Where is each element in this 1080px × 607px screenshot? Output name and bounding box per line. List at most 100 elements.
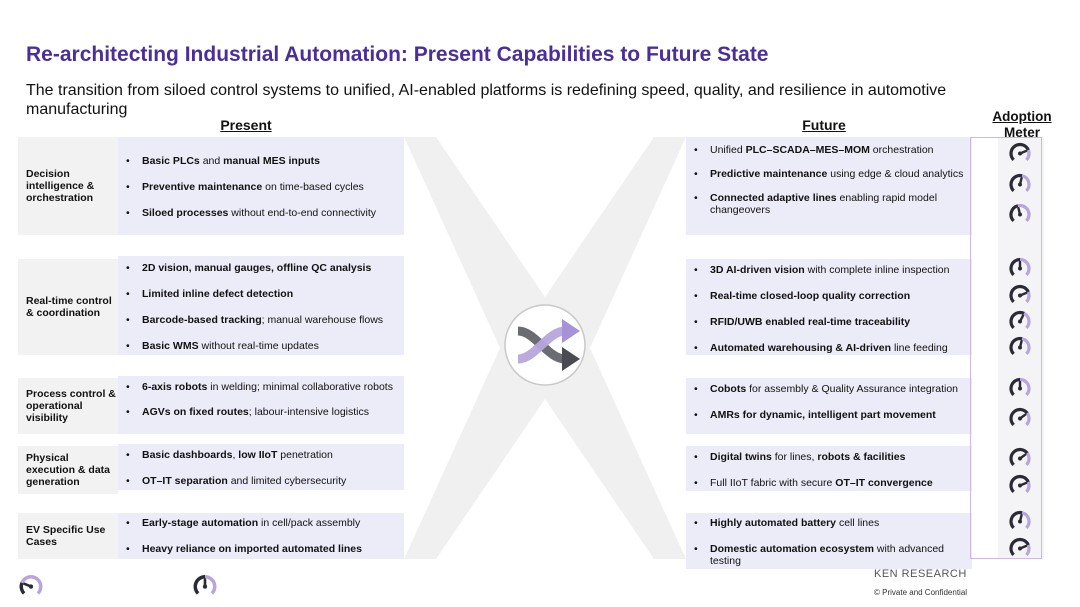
- transition-graphic: [404, 137, 686, 559]
- adoption-gauge-icon: [1008, 509, 1032, 533]
- future-item: Domestic automation ecosystem with advan…: [686, 543, 972, 567]
- item-text: Basic PLCs: [142, 155, 200, 167]
- item-text: Connected adaptive lines: [710, 192, 837, 204]
- future-item: 3D AI-driven vision with complete inline…: [686, 264, 972, 276]
- item-text: Barcode-based tracking: [142, 314, 262, 326]
- item-text: ; labour-intensive logistics: [248, 406, 370, 418]
- item-text: for lines,: [771, 451, 818, 463]
- item-text: ,: [232, 449, 239, 461]
- adoption-gauge-icon: [1008, 256, 1032, 280]
- future-item: Predictive maintenance using edge & clou…: [686, 168, 972, 180]
- item-text: using edge & cloud analytics: [827, 168, 964, 180]
- item-text: cell lines: [836, 517, 880, 529]
- present-item: OT–IT separation and limited cybersecuri…: [118, 475, 404, 487]
- item-text: Predictive maintenance: [710, 168, 828, 180]
- present-box: 2D vision, manual gauges, offline QC ana…: [118, 256, 404, 355]
- present-list: Basic PLCs and manual MES inputsPreventi…: [118, 155, 404, 219]
- future-item: Full IIoT fabric with secure OT–IT conve…: [686, 477, 972, 489]
- item-text: AMRs for dynamic, intelligent part movem…: [710, 409, 936, 421]
- row-label: EV Specific Use Cases: [18, 513, 118, 559]
- item-text: without end-to-end connectivity: [228, 207, 377, 219]
- future-list: Unified PLC–SCADA–MES–MOM orchestrationP…: [686, 144, 972, 216]
- adoption-gauge-icon: [1008, 172, 1032, 196]
- future-item: Connected adaptive lines enabling rapid …: [686, 192, 972, 216]
- row-label: Process control & operational visibility: [18, 378, 118, 434]
- item-text: AGVs on fixed routes: [142, 406, 249, 418]
- item-text: Preventive maintenance: [142, 181, 263, 193]
- item-text: and limited cybersecurity: [227, 475, 347, 487]
- item-text: Basic dashboards: [142, 449, 233, 461]
- future-box: Digital twins for lines, robots & facili…: [686, 446, 972, 491]
- item-text: on time-based cycles: [262, 181, 364, 193]
- item-text: Basic WMS: [142, 340, 199, 352]
- present-item: Basic WMS without real-time updates: [118, 340, 404, 352]
- present-list: Basic dashboards, low IIoT penetrationOT…: [118, 449, 404, 487]
- item-text: low IIoT: [238, 449, 278, 461]
- item-text: enabling rapid model changeovers: [710, 192, 938, 216]
- future-item: Real-time closed-loop quality correction: [686, 290, 972, 302]
- future-list: Cobots for assembly & Quality Assurance …: [686, 383, 972, 421]
- item-text: Highly automated battery: [710, 517, 837, 529]
- adoption-gauge-icon: [1008, 283, 1032, 307]
- legend-gauge-icon: [192, 573, 218, 599]
- present-box: Basic PLCs and manual MES inputsPreventi…: [118, 137, 404, 235]
- present-list: 6-axis robots in welding; minimal collab…: [118, 381, 404, 418]
- item-text: Full IIoT fabric with secure: [710, 477, 836, 489]
- item-text: and: [199, 155, 224, 167]
- adoption-meter-border: [970, 137, 1042, 559]
- present-item: Preventive maintenance on time-based cyc…: [118, 181, 404, 193]
- item-text: 2D vision, manual gauges, offline QC ana…: [142, 262, 372, 274]
- future-item: Digital twins for lines, robots & facili…: [686, 451, 972, 463]
- future-item: AMRs for dynamic, intelligent part movem…: [686, 409, 972, 421]
- adoption-gauge-icon: [1008, 202, 1032, 226]
- present-item: 2D vision, manual gauges, offline QC ana…: [118, 262, 404, 274]
- item-text: Real-time closed-loop quality correction: [710, 290, 911, 302]
- present-list: Early-stage automation in cell/pack asse…: [118, 517, 404, 555]
- item-text: in cell/pack assembly: [258, 517, 361, 529]
- adoption-gauge-icon: [1008, 335, 1032, 359]
- item-text: robots & facilities: [817, 451, 906, 463]
- future-item: Unified PLC–SCADA–MES–MOM orchestration: [686, 144, 972, 156]
- item-text: Domestic automation ecosystem: [710, 543, 874, 555]
- item-text: PLC–SCADA–MES–MOM: [745, 144, 870, 156]
- adoption-gauge-icon: [1008, 406, 1032, 430]
- future-box: 3D AI-driven vision with complete inline…: [686, 259, 972, 355]
- present-box: Early-stage automation in cell/pack asse…: [118, 513, 404, 559]
- brand-logo: KEN RESEARCH: [874, 568, 967, 580]
- present-item: Barcode-based tracking; manual warehouse…: [118, 314, 404, 326]
- item-text: Heavy reliance on imported automated lin…: [142, 543, 362, 555]
- item-text: orchestration: [869, 144, 934, 156]
- item-text: with advanced testing: [710, 543, 945, 567]
- adoption-gauge-icon: [1008, 446, 1032, 470]
- future-box: Highly automated battery cell linesDomes…: [686, 513, 972, 569]
- item-text: RFID/UWB enabled real-time traceability: [710, 316, 911, 328]
- adoption-meter-header: Adoption Meter: [992, 109, 1052, 140]
- page-subtitle: The transition from siloed control syste…: [26, 82, 947, 118]
- page-title: Re-architecting Industrial Automation: P…: [26, 43, 769, 66]
- row-label: Real-time control & coordination: [18, 259, 118, 355]
- item-text: Automated warehousing & AI-driven: [710, 342, 892, 354]
- future-item: Highly automated battery cell lines: [686, 517, 972, 529]
- future-item: RFID/UWB enabled real-time traceability: [686, 316, 972, 328]
- item-text: 3D AI-driven vision: [710, 264, 805, 276]
- item-text: Siloed processes: [142, 207, 229, 219]
- present-item: AGVs on fixed routes; labour-intensive l…: [118, 406, 404, 418]
- item-text: Cobots: [710, 383, 747, 395]
- legend-gauge-icon: [18, 573, 44, 599]
- present-box: 6-axis robots in welding; minimal collab…: [118, 376, 404, 434]
- item-text: without real-time updates: [198, 340, 319, 352]
- item-text: for assembly & Quality Assurance integra…: [746, 383, 959, 395]
- item-text: ; manual warehouse flows: [261, 314, 384, 326]
- present-column-header: Present: [220, 117, 272, 133]
- item-text: manual MES inputs: [223, 155, 320, 167]
- present-box: Basic dashboards, low IIoT penetrationOT…: [118, 444, 404, 490]
- row-label: Physical execution & data generation: [18, 446, 118, 494]
- present-item: Siloed processes without end-to-end conn…: [118, 207, 404, 219]
- future-list: Highly automated battery cell linesDomes…: [686, 517, 972, 567]
- present-list: 2D vision, manual gauges, offline QC ana…: [118, 262, 404, 352]
- adoption-gauge-icon: [1008, 536, 1032, 560]
- future-list: 3D AI-driven vision with complete inline…: [686, 264, 972, 354]
- present-item: Heavy reliance on imported automated lin…: [118, 543, 404, 555]
- item-text: Limited inline defect detection: [142, 288, 294, 300]
- item-text: line feeding: [891, 342, 948, 354]
